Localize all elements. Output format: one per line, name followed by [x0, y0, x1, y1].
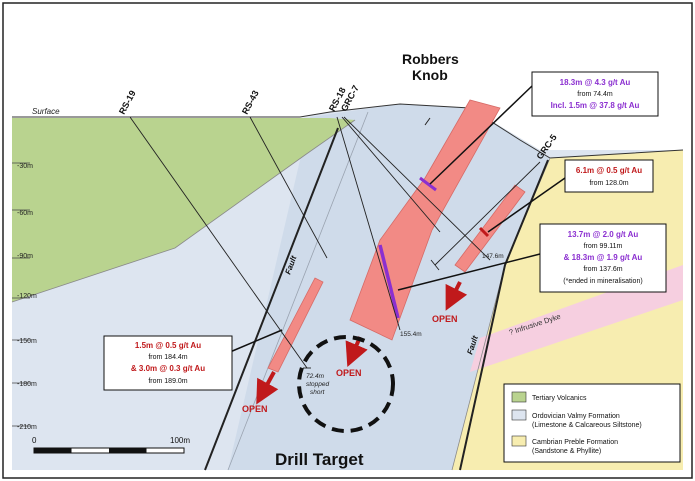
box2-line2: from 128.0m	[589, 180, 628, 187]
box3-line1: 13.7m @ 2.0 g/t Au	[568, 230, 639, 239]
hole-depth-155: 155.4m	[400, 331, 422, 338]
ore-zone-rs19	[267, 277, 324, 373]
hole-depth-147: 147.6m	[482, 253, 504, 260]
legend-swatch-preble	[511, 435, 527, 447]
depth-tick-30: -30m	[17, 163, 33, 170]
box1-line1: 18.3m @ 4.3 g/t Au	[560, 78, 631, 87]
box3-line3: & 18.3m @ 1.9 g/t Au	[564, 253, 643, 262]
callout-line-1	[429, 85, 533, 185]
drillhole-grc5	[434, 161, 541, 266]
box2-line1: 6.1m @ 0.5 g/t Au	[576, 166, 642, 175]
depth-tick-210: -210m	[17, 424, 37, 431]
tertiary-volcanics-area	[12, 118, 355, 302]
legend-swatch-valmy	[511, 409, 527, 421]
surface-label: Surface	[32, 107, 60, 116]
legend-item-2-line1: Ordovician Valmy Formation	[532, 413, 620, 420]
intercept-box-2: 6.1m @ 0.5 g/t Au from 128.0m	[564, 159, 654, 193]
hole-depth-stopped-1: 72.4m	[306, 373, 325, 380]
volcanics-boundary-line	[11, 119, 356, 303]
open-arrow-right	[445, 281, 468, 311]
open-label-left: OPEN	[242, 404, 268, 414]
high-grade-intercept-2	[378, 244, 400, 319]
legend-item-3-line1: Cambrian Preble Formation	[532, 439, 618, 446]
depth-tick-120: -120m	[17, 293, 37, 300]
legend-swatch-volcanics	[511, 391, 527, 403]
fault-trace	[424, 117, 431, 126]
depth-tick-180: -180m	[17, 381, 37, 388]
depth-axis: -30m -60m -90m -120m -150m -180m -210m	[12, 162, 37, 431]
drill-target-circle	[297, 335, 395, 433]
fault-line-right	[459, 159, 549, 471]
hole-depth-stopped-3: short	[310, 389, 326, 396]
depth-tick-90: -90m	[17, 253, 33, 260]
place-name-line2: Knob	[412, 67, 448, 83]
callout-line-2	[487, 177, 566, 233]
surface-line	[12, 103, 684, 159]
drillhole-grc5-endcap	[430, 259, 440, 271]
drillhole-grc7b	[343, 116, 491, 261]
box1-line3: Incl. 1.5m @ 37.8 g/t Au	[551, 101, 640, 110]
scale-start: 0	[32, 436, 37, 445]
callout-line-3	[397, 253, 541, 291]
place-name-line1: Robbers	[402, 51, 459, 67]
ore-zone-grc5	[454, 184, 526, 273]
intercept-grc5	[478, 226, 490, 238]
legend-item-3-line2: (Sandstone & Phyllite)	[532, 448, 601, 455]
scale-end: 100m	[170, 436, 190, 445]
hole-depth-stopped-2: stopped	[306, 381, 330, 388]
open-arrow-left	[256, 371, 279, 405]
intercept-box-1: 18.3m @ 4.3 g/t Au from 74.4m Incl. 1.5m…	[531, 71, 659, 117]
legend-item-1: Tertiary Volcanics	[532, 395, 587, 402]
intercept-box-4: 1.5m @ 0.5 g/t Au from 184.4m & 3.0m @ 0…	[103, 335, 233, 391]
drillhole-rs19	[129, 116, 308, 369]
legend-item-2-line2: (Limestone & Calcareous Siltstone)	[532, 422, 642, 429]
box4-line1: 1.5m @ 0.5 g/t Au	[135, 341, 201, 350]
box4-line2: from 184.4m	[148, 354, 187, 361]
callout-line-4	[229, 329, 283, 353]
box1-line2: from 74.4m	[577, 91, 613, 98]
box3-line5: (*ended in mineralisation)	[563, 278, 642, 285]
drillhole-grc7	[341, 116, 441, 233]
depth-tick-60: -60m	[17, 210, 33, 217]
open-label-center: OPEN	[336, 368, 362, 378]
high-grade-intercept-1	[419, 176, 437, 192]
box4-line4: from 189.0m	[148, 378, 187, 385]
formation-contact-line	[227, 111, 369, 471]
drillhole-rs18	[336, 116, 401, 331]
fault-line-left	[204, 127, 339, 471]
intercept-box-3: 13.7m @ 2.0 g/t Au from 99.11m & 18.3m @…	[539, 223, 667, 293]
box3-line2: from 99.11m	[584, 243, 623, 250]
scale-bar: 0 100m	[32, 436, 190, 454]
depth-tick-150: -150m	[17, 338, 37, 345]
box4-line3: & 3.0m @ 0.3 g/t Au	[131, 364, 205, 373]
box3-line4: from 137.6m	[583, 266, 622, 273]
drill-target-label: Drill Target	[275, 450, 364, 469]
legend: Tertiary Volcanics Ordovician Valmy Form…	[503, 383, 681, 463]
open-label-right: OPEN	[432, 314, 458, 324]
drillhole-rs43	[249, 116, 328, 259]
